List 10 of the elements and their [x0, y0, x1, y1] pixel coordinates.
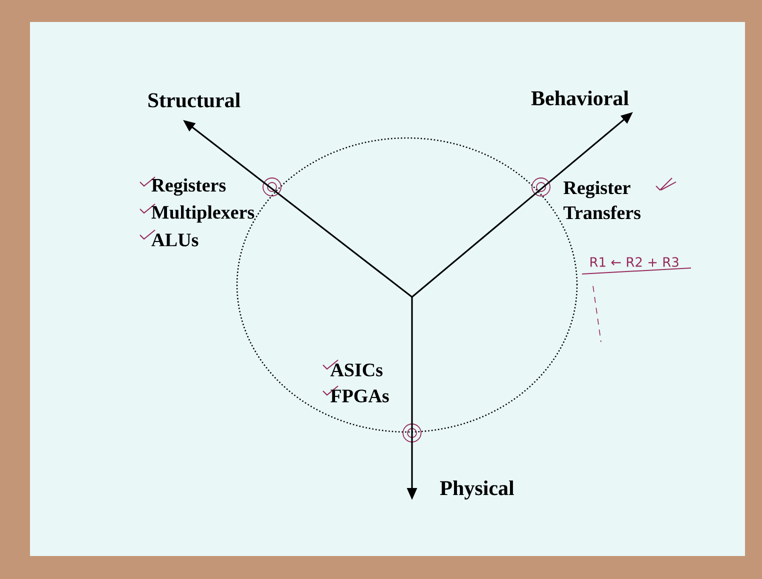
- item-label: Registers: [152, 178, 226, 196]
- item-label: ASICs: [330, 364, 383, 376]
- item-label: R1 ← R2 + R3: [590, 257, 678, 267]
- axis-label: Structural: [148, 92, 240, 108]
- item-label: FPGAs: [330, 390, 389, 402]
- item-label: Multiplexers: [152, 205, 254, 223]
- item-label: ALUs: [151, 234, 198, 246]
- axis-label: Behavioral: [531, 90, 629, 106]
- axis-label: Physical: [440, 480, 514, 500]
- item-label: Register Transfers: [564, 180, 640, 220]
